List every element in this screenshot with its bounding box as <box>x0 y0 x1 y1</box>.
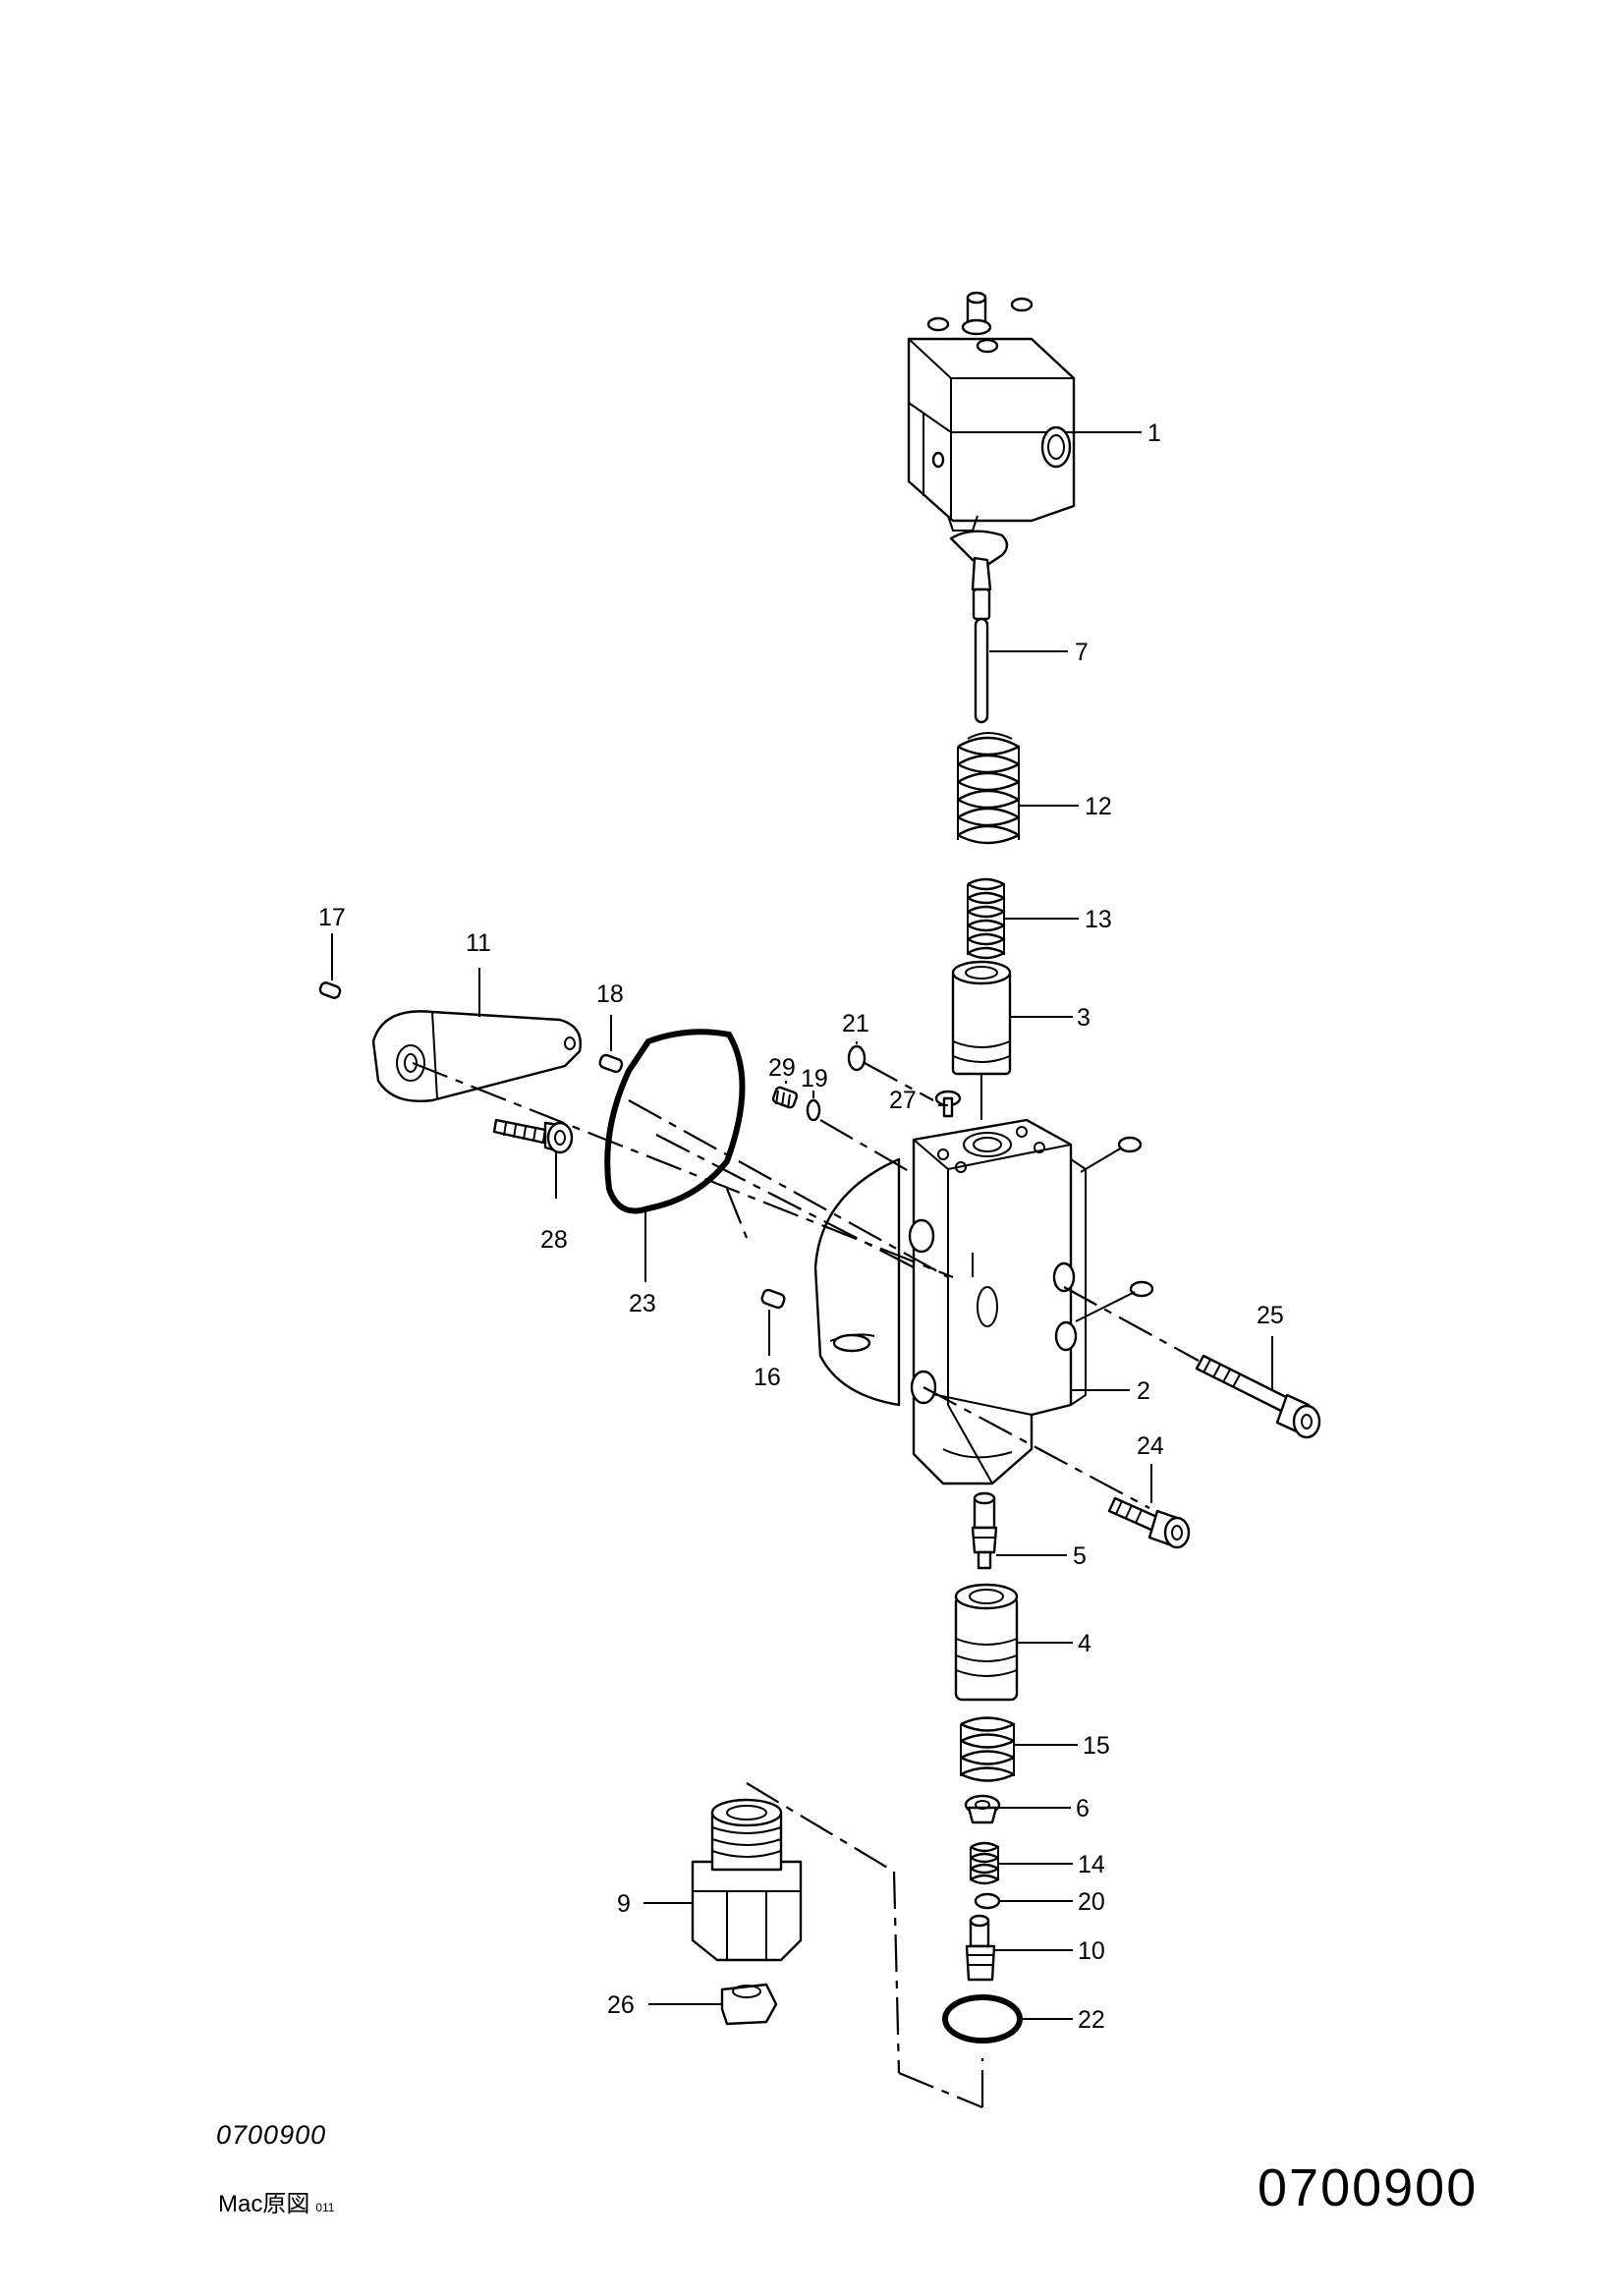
callout-20: 20 <box>1078 1888 1105 1916</box>
callout-22: 22 <box>1078 2006 1105 2034</box>
part-23-oring <box>604 1029 746 1214</box>
callout-3: 3 <box>1077 1004 1091 1032</box>
part-5-valve <box>971 1491 998 1570</box>
callout-7: 7 <box>1075 639 1089 666</box>
callout-14: 14 <box>1078 1851 1105 1878</box>
part-9-fitting <box>691 1798 803 1962</box>
callout-5: 5 <box>1073 1542 1087 1570</box>
callout-11: 11 <box>466 929 491 957</box>
callout-2: 2 <box>1137 1377 1150 1405</box>
source-sub: 011 <box>315 2201 335 2214</box>
part-14-spring <box>970 1841 1000 1885</box>
part-16-pin <box>760 1288 786 1310</box>
part-25-bolt <box>1195 1354 1321 1439</box>
callout-15: 15 <box>1083 1732 1110 1760</box>
part-21-oring <box>847 1044 867 1072</box>
part-10-plug <box>965 1914 996 1982</box>
part-20-oring <box>974 1892 1001 1910</box>
callout-17: 17 <box>318 904 346 931</box>
callout-10: 10 <box>1078 1937 1105 1965</box>
part-18-pin <box>598 1053 624 1074</box>
callout-27: 27 <box>889 1087 917 1114</box>
part-22-oring <box>942 1994 1023 2044</box>
callout-1: 1 <box>1147 420 1161 447</box>
part-27-screws <box>934 1090 1154 1322</box>
callout-9: 9 <box>617 1890 631 1918</box>
callout-6: 6 <box>1076 1795 1090 1822</box>
part-19-oring <box>806 1098 821 1122</box>
callout-25: 25 <box>1257 1302 1284 1329</box>
part-24-bolt <box>1107 1496 1191 1549</box>
callout-29: 29 <box>768 1054 796 1082</box>
callout-4: 4 <box>1078 1630 1091 1657</box>
callout-18: 18 <box>596 980 624 1008</box>
part-3-sleeve <box>951 960 1012 1076</box>
part-17-pin <box>318 981 342 999</box>
part-4-sleeve <box>954 1583 1019 1702</box>
drawing-code-italic: 0700900 <box>216 2120 327 2150</box>
callout-28: 28 <box>540 1226 568 1254</box>
callout-13: 13 <box>1085 906 1112 933</box>
part-28-bolt <box>492 1118 574 1154</box>
part-11-lever <box>371 1010 582 1102</box>
part-26-nut <box>720 1983 778 2026</box>
part-29-plug <box>771 1086 799 1109</box>
callout-16: 16 <box>754 1364 781 1391</box>
part-6-retainer <box>964 1794 1001 1824</box>
source-label-text: Mac原図 <box>218 2191 310 2217</box>
part-1-solenoid-block <box>907 291 1076 532</box>
part-12-spring <box>957 732 1021 845</box>
part-13-spring <box>967 877 1006 960</box>
callout-23: 23 <box>629 1290 656 1317</box>
callout-24: 24 <box>1137 1432 1164 1460</box>
part-15-spring <box>960 1716 1016 1782</box>
source-label: Mac原図 011 <box>218 2184 334 2218</box>
callout-21: 21 <box>842 1010 869 1037</box>
assembly-center-lines <box>412 1061 1200 2109</box>
part-7-rod <box>949 530 1009 724</box>
drawing-code-large: 0700900 <box>1258 2158 1479 2217</box>
callout-19: 19 <box>801 1065 828 1092</box>
callout-12: 12 <box>1085 793 1112 820</box>
part-2-valve-body <box>813 1118 1087 1485</box>
callout-26: 26 <box>607 1991 635 2019</box>
